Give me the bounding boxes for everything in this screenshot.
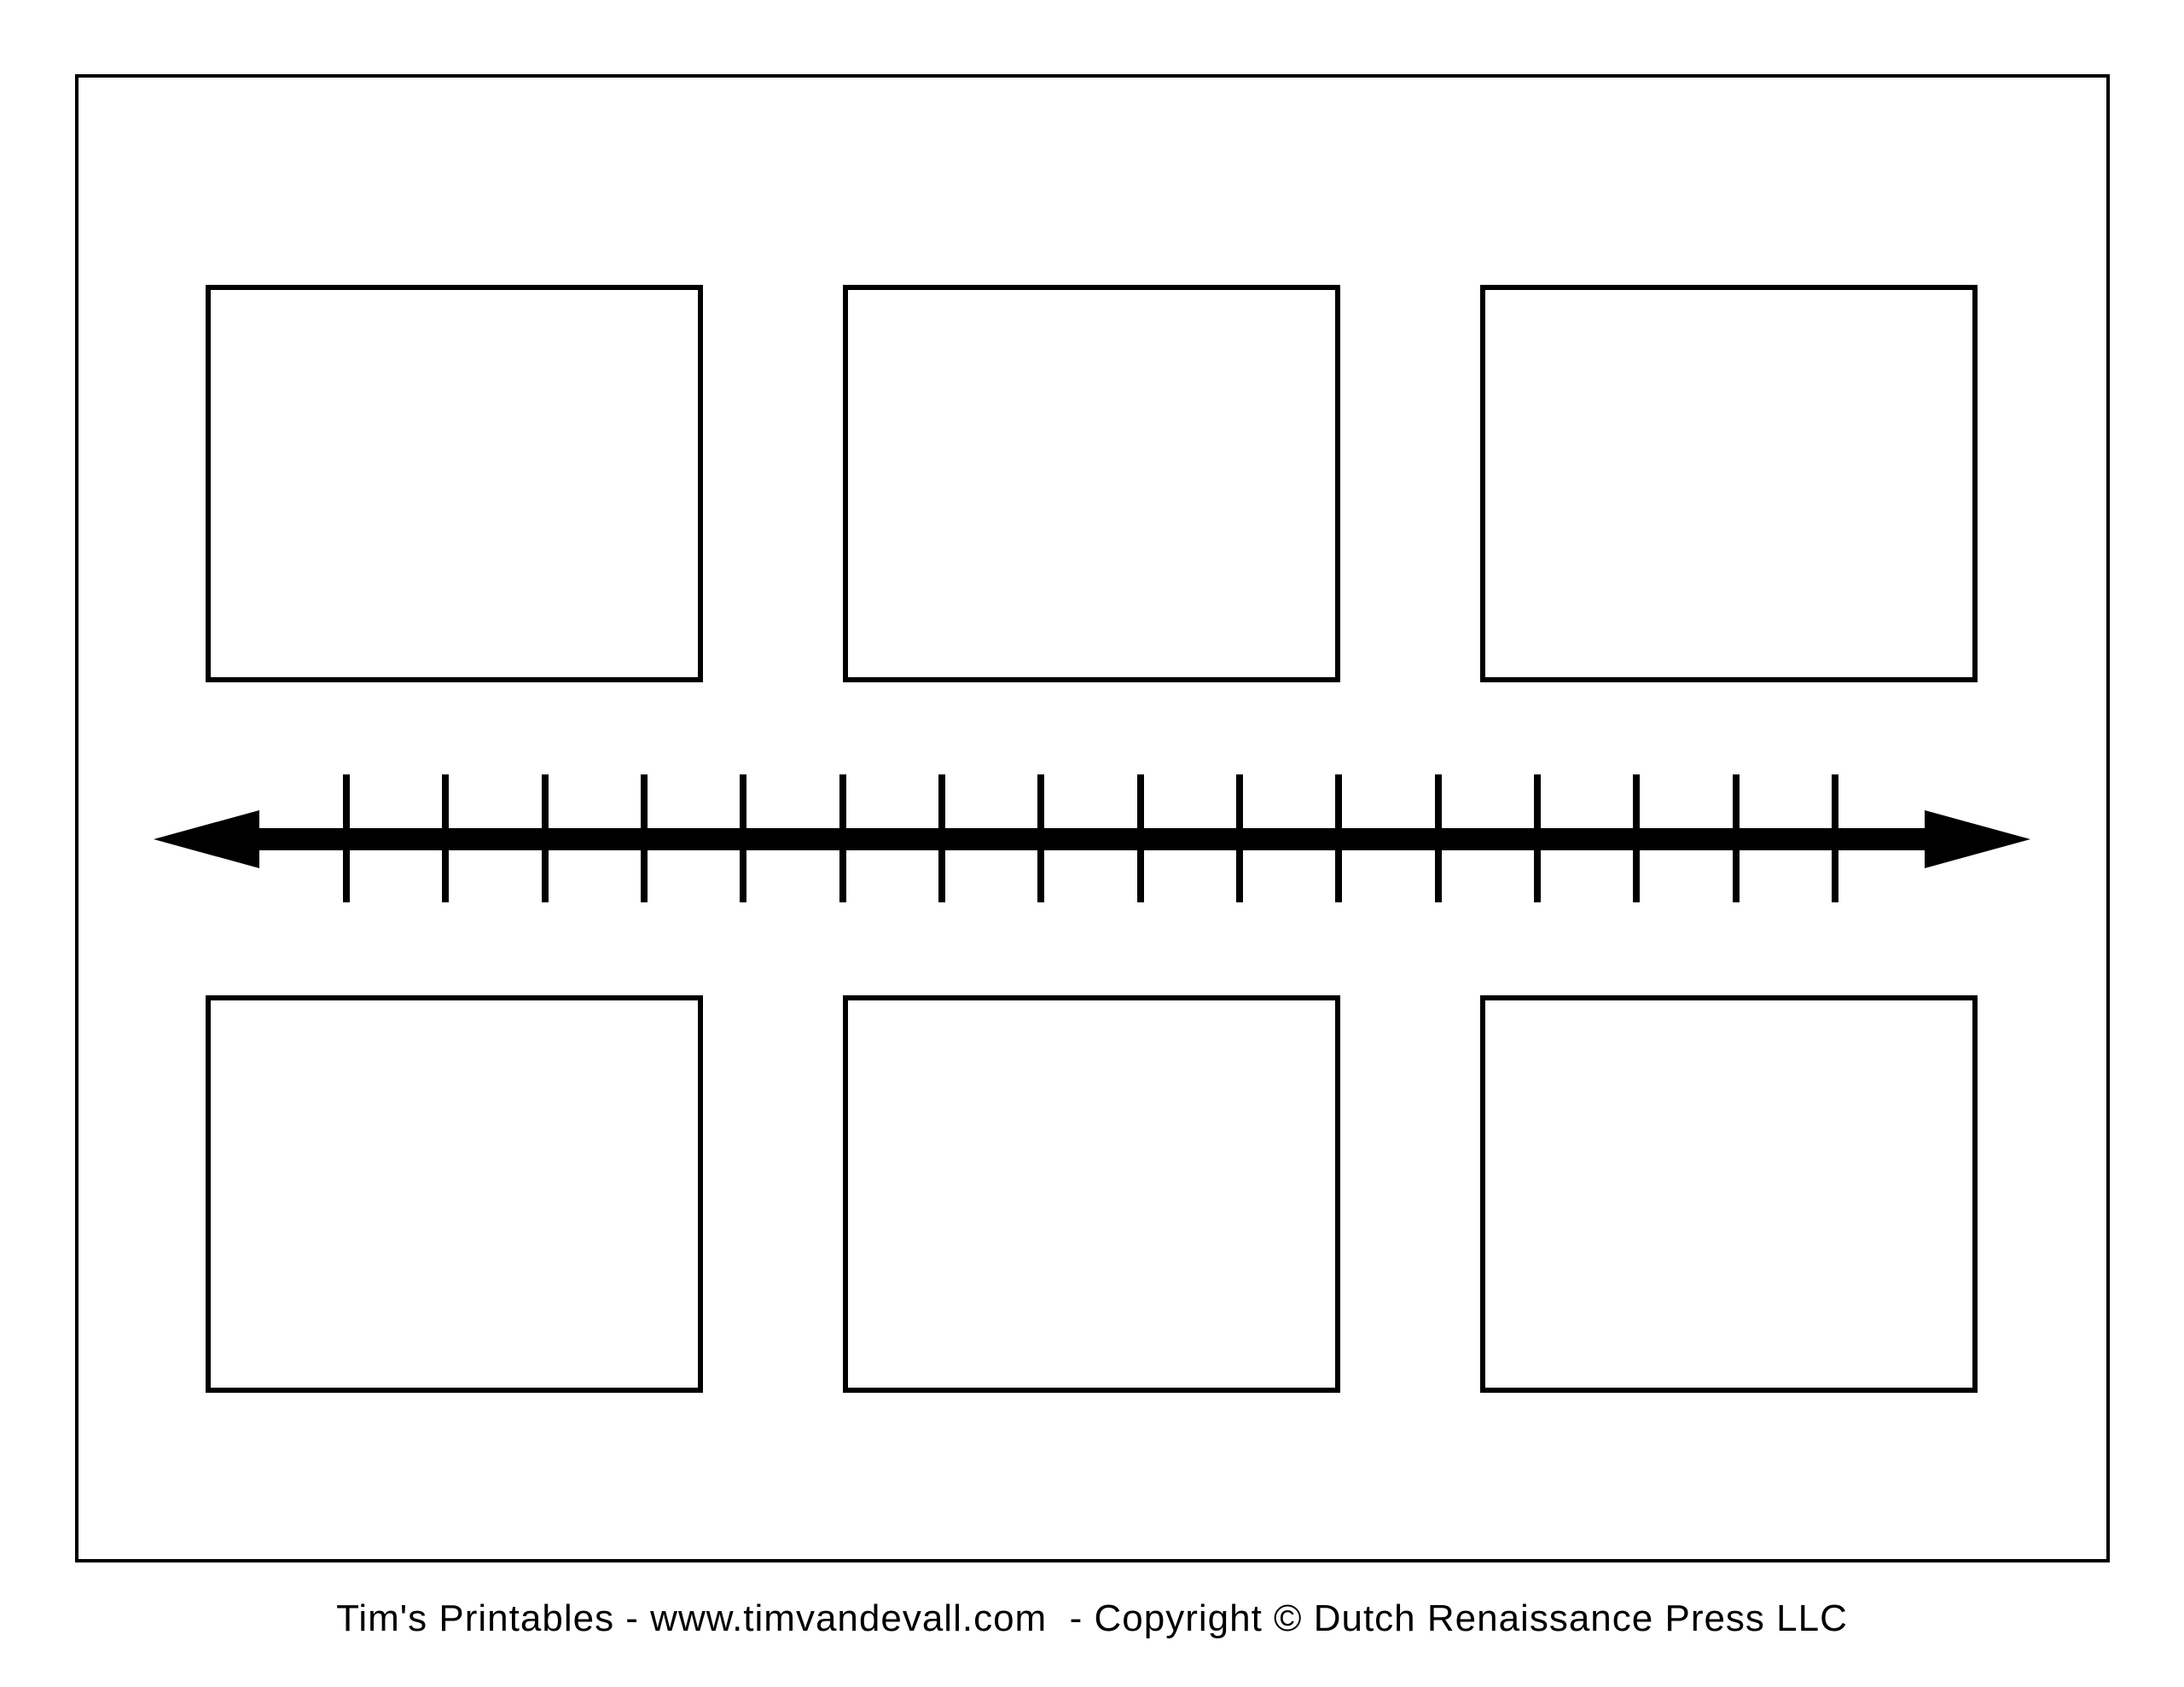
timeline-event-box <box>843 285 1340 682</box>
timeline-event-box <box>1480 285 1978 682</box>
timeline-event-box <box>843 995 1340 1393</box>
timeline-event-box <box>206 995 703 1393</box>
timeline-event-box <box>206 285 703 682</box>
timeline-event-box <box>1480 995 1978 1393</box>
footer-credit: Tim's Printables - www.timvandevall.com … <box>336 1597 1848 1639</box>
